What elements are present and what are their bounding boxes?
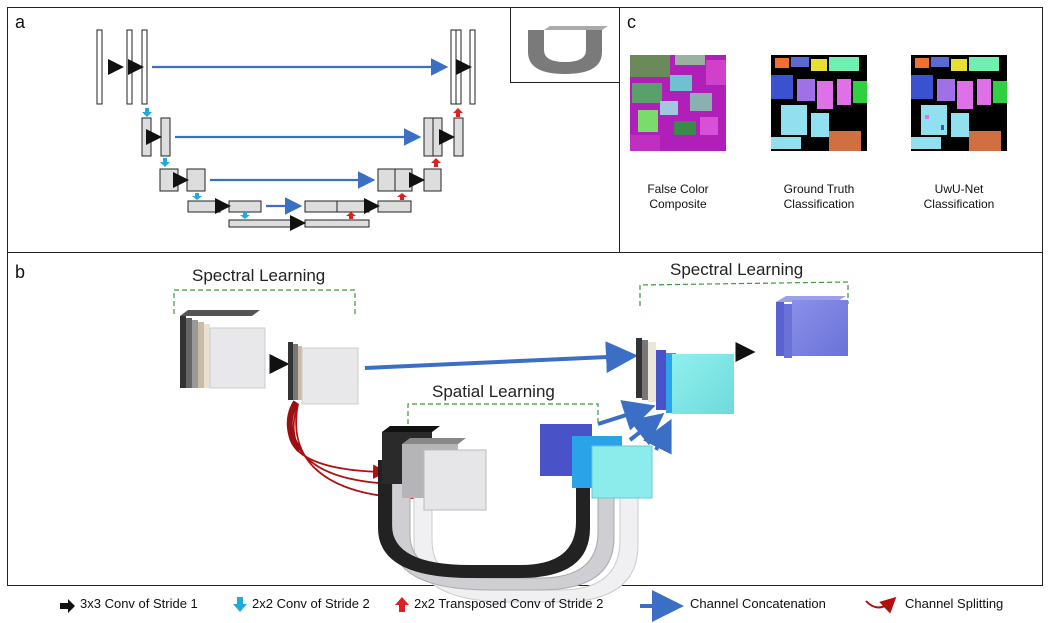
- spatial-left-cubes: [382, 426, 487, 511]
- legend-black-arrow-icon: [60, 599, 75, 613]
- legend-red-up-arrow-icon: [395, 597, 409, 612]
- false-color-image: [630, 55, 726, 151]
- uwu-net-image: [911, 55, 1007, 151]
- legend-conv2-label: 2x2 Conv of Stride 2: [252, 596, 370, 611]
- unet-conv-arrows: [108, 59, 472, 231]
- u-shape-inset: [510, 7, 620, 83]
- legend-concat-label: Channel Concatenation: [690, 596, 826, 611]
- spectral-learning-left-label: Spectral Learning: [192, 266, 326, 285]
- panel-a-label: a: [15, 12, 26, 32]
- spatial-bracket: [407, 403, 599, 424]
- spectral-output-cube: [776, 296, 848, 358]
- panel-c-label: c: [627, 12, 636, 32]
- concat-output-stack: [636, 338, 734, 414]
- unet-up-arrows: [346, 108, 463, 219]
- panel-b-label: b: [15, 262, 26, 282]
- spectral-input-stack: [180, 310, 266, 389]
- spectral-mid-stack: [288, 342, 359, 405]
- spatial-learning-label: Spatial Learning: [432, 382, 555, 401]
- legend-icons: [60, 590, 897, 622]
- spatial-up-arrows: [597, 400, 672, 455]
- legend-conv3-label: 3x3 Conv of Stride 1: [80, 596, 198, 611]
- u-shape-icon: [528, 30, 602, 74]
- legend-tconv-label: 2x2 Transposed Conv of Stride 2: [414, 596, 604, 611]
- legend-split-label: Channel Splitting: [905, 596, 1004, 611]
- spectral-bracket-right: [639, 281, 849, 306]
- long-skip-arrow: [364, 341, 638, 374]
- ground-truth-image: [771, 55, 867, 151]
- unet-schematic: [96, 29, 476, 228]
- spectral-learning-right-label: Spectral Learning: [670, 260, 804, 279]
- legend-red-curve-icon: [865, 596, 897, 614]
- unet-skip-connections: [152, 58, 449, 215]
- unet-down-arrows: [142, 108, 250, 219]
- spatial-u-tubes: [378, 460, 639, 603]
- spatial-right-cubes: [540, 424, 653, 499]
- spectral-bracket-left: [173, 289, 356, 314]
- legend-cyan-down-arrow-icon: [233, 597, 247, 612]
